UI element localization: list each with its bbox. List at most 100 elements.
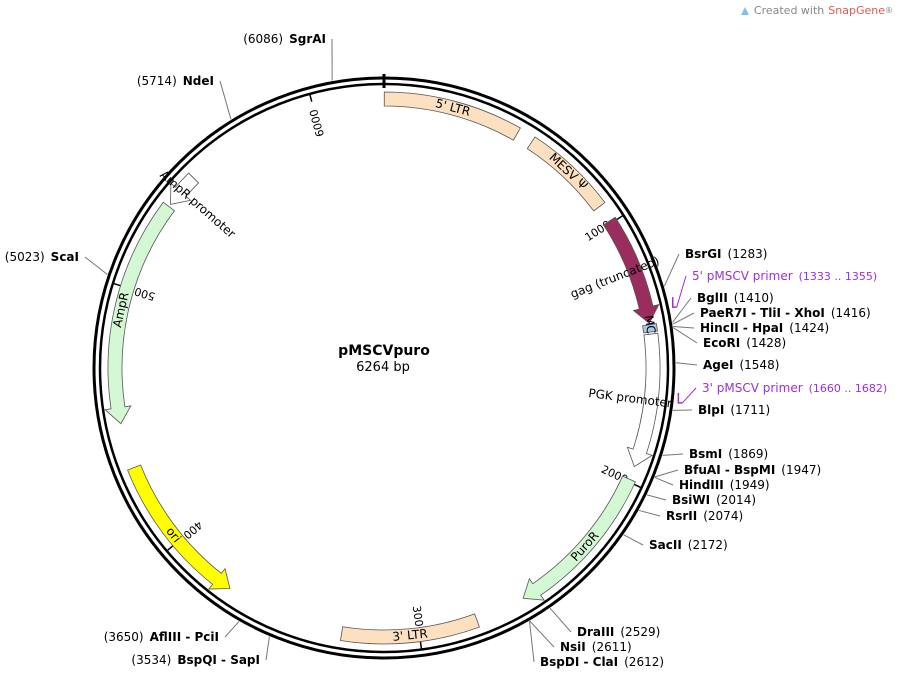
site-position: (1410) <box>734 291 774 305</box>
tick-mark-1000 <box>616 214 624 221</box>
site-name: PaeR7I - TliI - XhoI <box>700 306 825 320</box>
site-bspdi-clai[interactable]: BspDI - ClaI(2612) <box>540 655 664 669</box>
site-bsrgi[interactable]: BsrGI(1283) <box>685 247 767 261</box>
primer-leader-1 <box>676 275 687 308</box>
leader-draiii <box>549 607 572 633</box>
tick-mark-3000 <box>419 641 423 650</box>
leader-bspqi-sapi <box>265 636 270 661</box>
site-sacii[interactable]: SacII (2172) <box>649 538 728 552</box>
branding-mark: ® <box>885 6 893 15</box>
feature-ampr[interactable] <box>104 201 176 425</box>
feature-mesv[interactable] <box>526 136 606 212</box>
feature-ampr-promoter[interactable] <box>170 172 200 205</box>
site-position: (2172) <box>688 538 728 552</box>
plasmid-length: 6264 bp <box>356 360 410 375</box>
site-rsrii[interactable]: RsrII (2074) <box>666 509 743 523</box>
site-name: SgrAI <box>289 32 326 46</box>
feature-pgk-promoter[interactable] <box>626 332 661 468</box>
site-sgrai[interactable]: (6086) SgrAI <box>243 32 326 46</box>
feature-gag-truncated[interactable] <box>602 216 660 325</box>
site-afliii-pcii[interactable]: (3650) AflIII - PciI <box>104 630 219 644</box>
site-name: EcoRI <box>703 336 740 350</box>
site-position: (1428) <box>746 336 786 350</box>
site-name: BsmI <box>689 447 722 461</box>
leader-hindiii <box>654 476 674 486</box>
site-agei[interactable]: AgeI (1548) <box>703 358 779 372</box>
site-name: BglII <box>697 291 728 305</box>
site-bspqi-sapi[interactable]: (3534)BspQI - SapI <box>131 653 260 667</box>
site-hindiii[interactable]: HindIII(1949) <box>679 478 770 492</box>
leader-rsrii <box>638 509 661 517</box>
leader-paer7i-tlii-xhoi <box>672 312 695 325</box>
site-name: RsrII <box>666 509 697 523</box>
site-blpi[interactable]: BlpI(1711) <box>698 403 770 417</box>
site-bsiwi[interactable]: BsiWI(2014) <box>672 493 756 507</box>
site-position: (2074) <box>703 509 743 523</box>
site-bfuai-bspmi[interactable]: BfuAI - BspMI (1947) <box>684 463 821 477</box>
leader-nsii <box>529 620 555 648</box>
feature-label-3-ltr: 3' LTR <box>392 627 429 644</box>
site-position: (2612) <box>624 655 664 669</box>
site-position: (1947) <box>781 463 821 477</box>
site-name: BsiWI <box>672 493 710 507</box>
site-draiii[interactable]: DraIII(2529) <box>577 625 660 639</box>
feature-label-puror: PuroR <box>568 529 602 564</box>
site-name: NdeI <box>183 74 214 88</box>
site-position: (2611) <box>592 640 632 654</box>
site-position: (2529) <box>620 625 660 639</box>
leader-bfuai-bspmi <box>654 469 679 478</box>
site-position: (6086) <box>243 32 283 46</box>
site-position: (1869) <box>728 447 768 461</box>
site-name: AflIII - PciI <box>150 630 219 644</box>
primer-binding-2 <box>677 392 683 404</box>
primer-3-pmscv-primer[interactable]: 3' pMSCV primer (1660 .. 1682) <box>702 381 887 395</box>
leader-ecori <box>672 327 698 344</box>
site-name: HindIII <box>679 478 724 492</box>
feature-label-pgk-promoter: PGK promoter <box>588 386 673 410</box>
leader-bspdi-clai <box>528 621 535 663</box>
site-bsmi[interactable]: BsmI (1869) <box>689 447 768 461</box>
feature-5-ltr[interactable] <box>383 91 521 141</box>
feature-mcs[interactable] <box>642 323 658 334</box>
feature-3-ltr[interactable] <box>339 613 480 645</box>
primer-leader-2 <box>682 387 697 404</box>
site-hincii-hpai[interactable]: HincII - HpaI (1424) <box>700 321 829 335</box>
site-name: BfuAI - BspMI <box>684 463 775 477</box>
site-ndei[interactable]: (5714) NdeI <box>137 74 214 88</box>
site-leaders <box>84 38 698 663</box>
site-bglii[interactable]: BglII (1410) <box>697 291 774 305</box>
primer-range: (1660 .. 1682) <box>809 382 888 395</box>
tick-label-6000: 6000 <box>307 108 327 138</box>
site-position: (1424) <box>789 321 829 335</box>
snapgene-logo-icon <box>740 6 749 15</box>
leader-bsmi <box>662 453 684 456</box>
branding-prefix: Created with <box>753 4 825 17</box>
tick-mark-4000 <box>166 545 174 552</box>
site-name: HincII - HpaI <box>700 321 783 335</box>
tick-mark-6000 <box>308 93 313 102</box>
site-position: (1548) <box>739 358 779 372</box>
site-scai[interactable]: (5023)ScaI <box>5 250 79 264</box>
feature-ori[interactable] <box>127 464 231 590</box>
site-nsii[interactable]: NsiI (2611) <box>560 640 632 654</box>
leader-bsiwi <box>646 494 667 501</box>
site-paer7i-tlii-xhoi[interactable]: PaeR7I - TliI - XhoI(1416) <box>700 306 871 320</box>
site-position: (5714) <box>137 74 177 88</box>
primer-range: (1333 .. 1355) <box>799 270 878 283</box>
tick-mark-5000 <box>112 282 121 287</box>
site-name: AgeI <box>703 358 733 372</box>
site-position: (5023) <box>5 250 45 264</box>
site-position: (3534) <box>131 653 171 667</box>
site-position: (3650) <box>104 630 144 644</box>
site-name: SacII <box>649 538 682 552</box>
site-labels: BsrGI(1283) BglII (1410)PaeR7I - TliI - Xh… <box>5 32 887 669</box>
leader-afliii-pcii <box>224 621 240 638</box>
site-name: NsiI <box>560 640 586 654</box>
site-ecori[interactable]: EcoRI (1428) <box>703 336 786 350</box>
plasmid-backbone <box>92 74 676 660</box>
feature-puror[interactable] <box>522 475 636 601</box>
primer-name: 3' pMSCV primer <box>702 381 803 395</box>
leader-ndei <box>219 80 232 120</box>
primer-5-pmscv-primer[interactable]: 5' pMSCV primer(1333 .. 1355) <box>692 269 877 283</box>
